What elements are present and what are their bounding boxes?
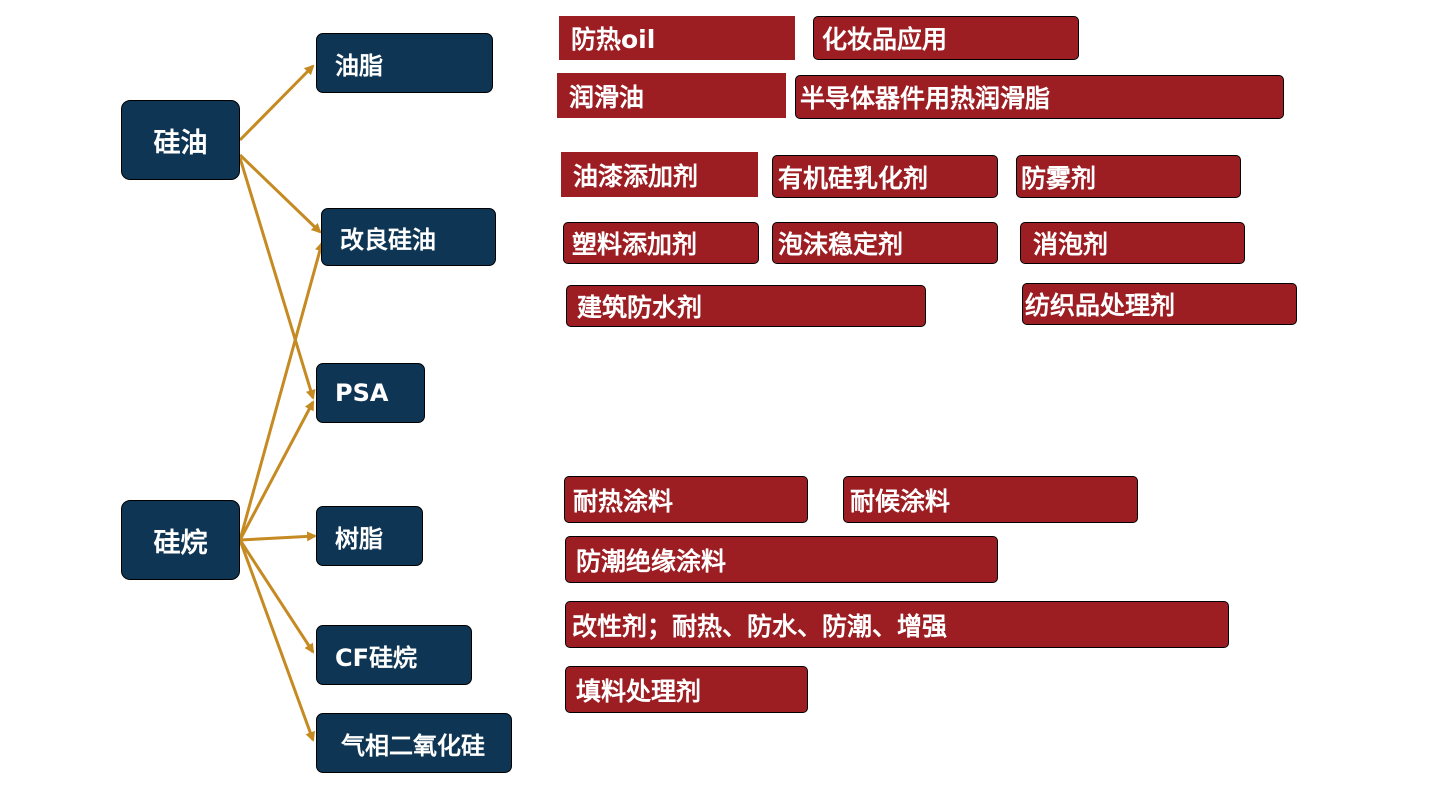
arrow-silane-to-psa bbox=[238, 400, 315, 541]
app-heat-resistant-coating: 耐热涂料 bbox=[564, 476, 808, 523]
root-silicone-oil: 硅油 bbox=[121, 100, 240, 180]
app-filler-treatment: 填料处理剂 bbox=[565, 666, 808, 713]
arrow-oil-to-psa bbox=[238, 157, 316, 400]
app-modifier: 改性剂；耐热、防水、防潮、增强 bbox=[565, 601, 1229, 648]
app-foam-stabilizer: 泡沫稳定剂 bbox=[772, 222, 998, 264]
arrow-silane-to-silica bbox=[238, 539, 315, 742]
app-plastic-additive: 塑料添加剂 bbox=[563, 222, 759, 264]
node-cf-silane: CF硅烷 bbox=[316, 625, 472, 685]
app-silicone-emulsifier: 有机硅乳化剂 bbox=[772, 155, 998, 198]
node-fumed-silica: 气相二氧化硅 bbox=[316, 713, 512, 773]
app-lubricant: 润滑油 bbox=[557, 73, 786, 118]
node-grease: 油脂 bbox=[316, 33, 493, 93]
arrow-silane-to-cf bbox=[238, 539, 315, 654]
app-building-waterproof: 建筑防水剂 bbox=[566, 285, 926, 327]
app-heat-oil: 防热oil bbox=[559, 16, 795, 60]
node-psa: PSA bbox=[316, 363, 425, 423]
arrow-oil-to-grease bbox=[238, 64, 315, 142]
arrow-silane-to-resin bbox=[239, 531, 317, 542]
app-defoamer: 消泡剂 bbox=[1020, 222, 1245, 264]
app-moisture-insulation-coating: 防潮绝缘涂料 bbox=[565, 536, 998, 583]
root-silane: 硅烷 bbox=[121, 500, 240, 580]
app-cosmetics: 化妆品应用 bbox=[813, 16, 1079, 60]
app-weather-resistant-coating: 耐候涂料 bbox=[843, 476, 1138, 523]
app-textile-treatment: 纺织品处理剂 bbox=[1022, 283, 1297, 325]
node-resin: 树脂 bbox=[316, 506, 423, 566]
app-semiconductor-grease: 半导体器件用热润滑脂 bbox=[795, 75, 1284, 119]
arrow-silane-to-modified bbox=[238, 241, 325, 541]
app-paint-additive: 油漆添加剂 bbox=[561, 152, 758, 197]
app-antifog: 防雾剂 bbox=[1016, 155, 1241, 198]
arrow-oil-to-modified bbox=[238, 153, 322, 234]
node-modified-silicone-oil: 改良硅油 bbox=[321, 208, 496, 266]
